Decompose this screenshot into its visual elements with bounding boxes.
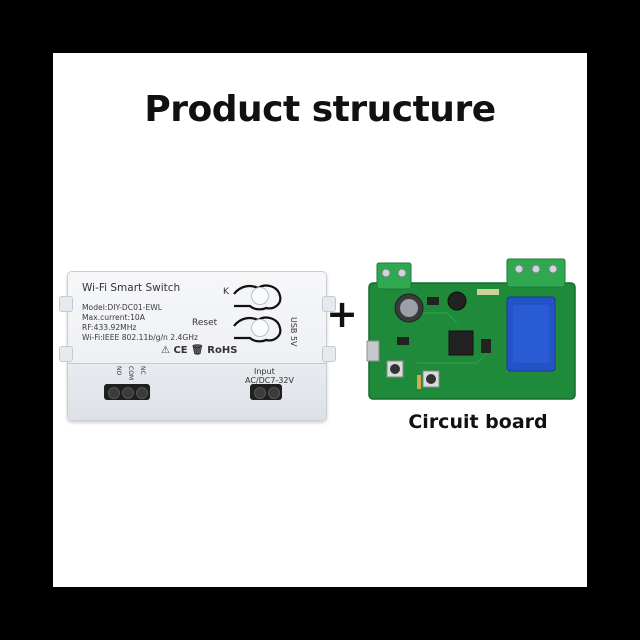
spec-model: Model:DIY-DC01-EWL — [82, 303, 163, 312]
mount-ear-left-top — [59, 296, 73, 312]
spec-current: Max.current:10A — [82, 313, 145, 322]
input-voltage: AC/DC7-32V — [245, 376, 294, 385]
reset-button[interactable] — [251, 319, 269, 337]
terminal-nc-label: NC — [139, 366, 146, 375]
device-name: Wi-Fi Smart Switch — [82, 282, 181, 294]
page-title: Product structure — [144, 89, 496, 130]
circuit-board-caption: Circuit board — [408, 411, 548, 433]
wifi-switch-module: Wi-Fi Smart Switch Model:DIY-DC01-EWL Ma… — [59, 271, 336, 421]
spec-wifi: Wi-Fi:IEEE 802.11b/g/n 2.4GHz — [82, 333, 198, 342]
circuit-board-image — [357, 253, 577, 403]
button-outline-icon — [233, 284, 282, 343]
input-label: Input — [254, 367, 275, 376]
reset-label: Reset — [192, 318, 218, 328]
module-seam — [68, 363, 326, 364]
k-button[interactable] — [251, 287, 269, 305]
relay-output-terminal — [104, 384, 150, 400]
mount-ear-left-bottom — [59, 346, 73, 362]
pcb-illustration — [366, 258, 576, 400]
mount-ear-right-bottom — [322, 346, 336, 362]
mount-ear-right-top — [322, 296, 336, 312]
product-panel: Product structure Wi-Fi Smart Switch Mod… — [53, 53, 587, 587]
certification-marks: ⚠ CE 🗑 RoHS — [161, 345, 238, 356]
plus-sign: + — [326, 292, 358, 336]
terminal-com-label: COM — [127, 366, 134, 381]
k-label: K — [223, 287, 229, 297]
usb-label: USB 5V — [289, 317, 298, 347]
terminal-no-label: NO — [115, 366, 122, 376]
power-input-terminal — [250, 384, 282, 400]
spec-rf: RF:433.92MHz — [82, 323, 137, 332]
